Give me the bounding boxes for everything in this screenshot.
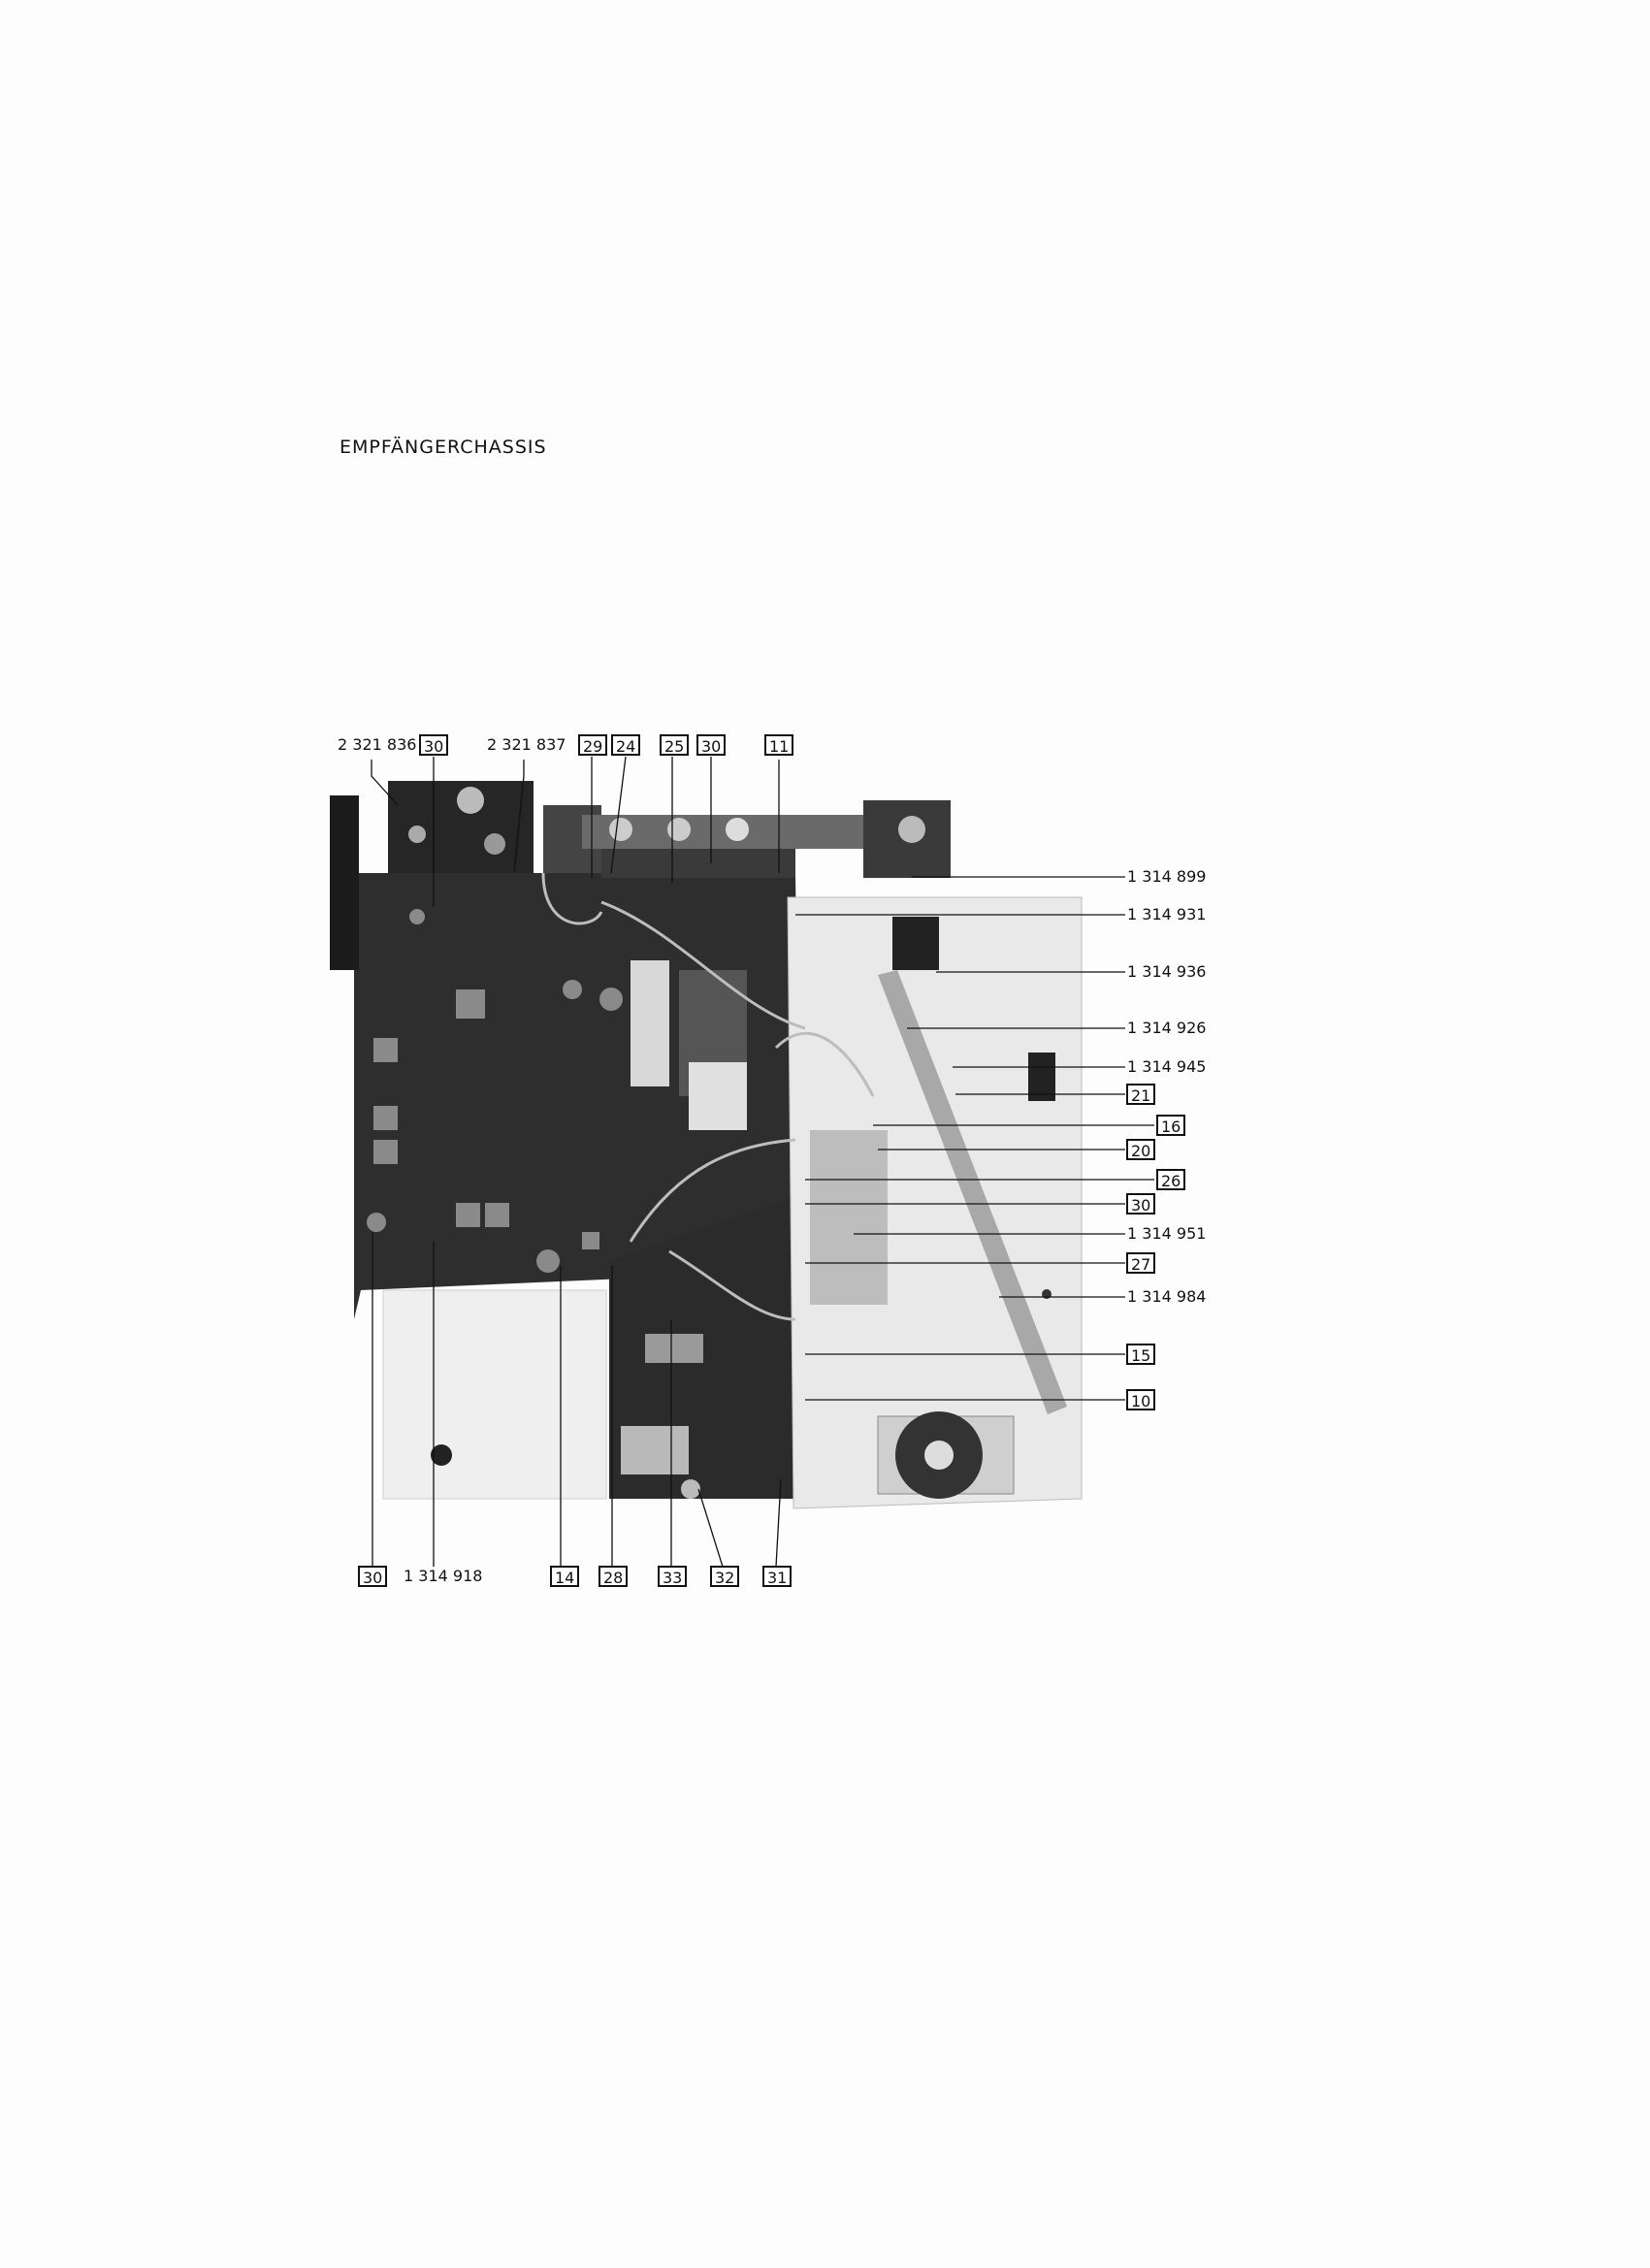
part-number-label: 1 314 926 bbox=[1127, 1019, 1207, 1037]
part-number-label: 1 314 951 bbox=[1127, 1224, 1207, 1243]
callout-box: 27 bbox=[1126, 1252, 1156, 1274]
callout-box: 10 bbox=[1126, 1389, 1156, 1410]
callout-box: 25 bbox=[660, 734, 690, 756]
callout-box: 33 bbox=[658, 1566, 688, 1587]
callout-box: 30 bbox=[696, 734, 727, 756]
callout-box: 32 bbox=[710, 1566, 740, 1587]
part-number-label: 1 314 931 bbox=[1127, 905, 1207, 923]
callout-box: 16 bbox=[1156, 1115, 1186, 1136]
callout-box: 30 bbox=[358, 1566, 388, 1587]
callout-box: 14 bbox=[550, 1566, 580, 1587]
callout-box: 30 bbox=[1126, 1193, 1156, 1215]
callout-box: 30 bbox=[419, 734, 449, 756]
part-number-label: 1 314 899 bbox=[1127, 867, 1207, 886]
callout-box: 31 bbox=[762, 1566, 793, 1587]
callout-box: 11 bbox=[764, 734, 794, 756]
part-number-label: 2 321 836 bbox=[338, 735, 417, 754]
callout-box: 28 bbox=[599, 1566, 629, 1587]
part-number-label: 1 314 936 bbox=[1127, 962, 1207, 981]
callout-box: 21 bbox=[1126, 1084, 1156, 1105]
part-number-label: 2 321 837 bbox=[487, 735, 566, 754]
callout-box: 26 bbox=[1156, 1169, 1186, 1190]
callout-box: 24 bbox=[611, 734, 641, 756]
part-number-label: 1 314 918 bbox=[404, 1567, 483, 1585]
part-number-label: 1 314 945 bbox=[1127, 1057, 1207, 1076]
page-title: EMPFÄNGERCHASSIS bbox=[340, 437, 547, 458]
callout-box: 20 bbox=[1126, 1139, 1156, 1160]
callout-box: 29 bbox=[578, 734, 608, 756]
callout-box: 15 bbox=[1126, 1344, 1156, 1365]
part-number-label: 1 314 984 bbox=[1127, 1287, 1207, 1306]
